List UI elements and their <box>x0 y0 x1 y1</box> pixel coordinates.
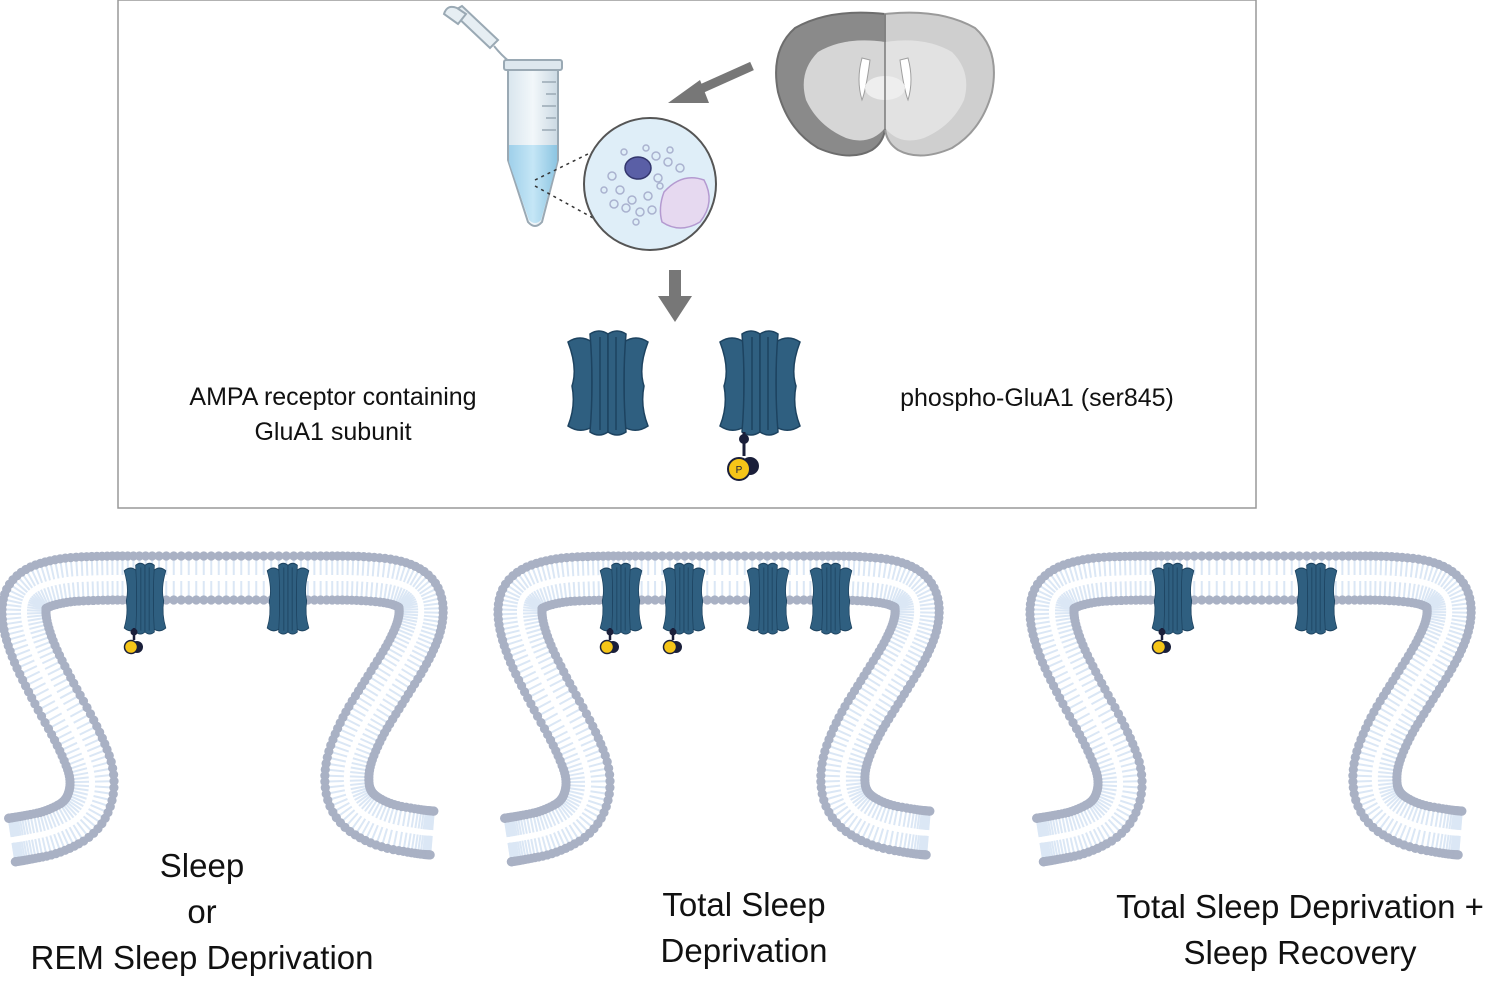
ampa-receptor-icon <box>720 331 800 435</box>
condition-label-line: Deprivation <box>544 928 944 974</box>
phospho-legend-label: phospho-GluA1 (ser845) <box>872 381 1202 416</box>
receptor-legend-label: AMPA receptor containing GluA1 subunit <box>148 380 518 450</box>
svg-text:P: P <box>736 465 743 476</box>
condition-label-recovery: Total Sleep Deprivation + Sleep Recovery <box>1080 884 1500 976</box>
synaptosome-icon <box>584 118 716 250</box>
membrane-group <box>0 551 1476 866</box>
condition-label-line: REM Sleep Deprivation <box>0 935 404 981</box>
ampa-receptor-icon <box>267 563 309 634</box>
condition-label-line: Sleep <box>0 843 404 889</box>
lipid-bilayer-membrane <box>1025 551 1475 866</box>
ampa-receptor-icon <box>568 331 648 435</box>
condition-label-total-sleep-deprivation: Total Sleep Deprivation <box>544 882 944 974</box>
ampa-receptor-icon <box>1295 563 1337 634</box>
coronal-brain-section-icon <box>776 13 994 156</box>
ampa-receptor-icon <box>663 563 705 634</box>
condition-label-line: Sleep Recovery <box>1080 930 1500 976</box>
receptor-label-line1: AMPA receptor containing <box>148 380 518 415</box>
condition-label-line: Total Sleep Deprivation + <box>1080 884 1500 930</box>
lipid-bilayer-membrane <box>0 551 448 866</box>
ampa-receptor-legend <box>568 331 648 435</box>
condition-label-line: Total Sleep <box>544 882 944 928</box>
receptor-label-line2: GluA1 subunit <box>148 415 518 450</box>
ampa-receptor-icon <box>810 563 852 634</box>
condition-label-line: or <box>0 889 404 935</box>
ampa-receptor-icon <box>124 563 166 634</box>
ampa-receptor-icon <box>747 563 789 634</box>
ampa-receptor-icon <box>1152 563 1194 634</box>
ampa-receptor-icon <box>600 563 642 634</box>
condition-label-sleep: Sleep or REM Sleep Deprivation <box>0 843 404 981</box>
lipid-bilayer-membrane <box>493 551 943 866</box>
